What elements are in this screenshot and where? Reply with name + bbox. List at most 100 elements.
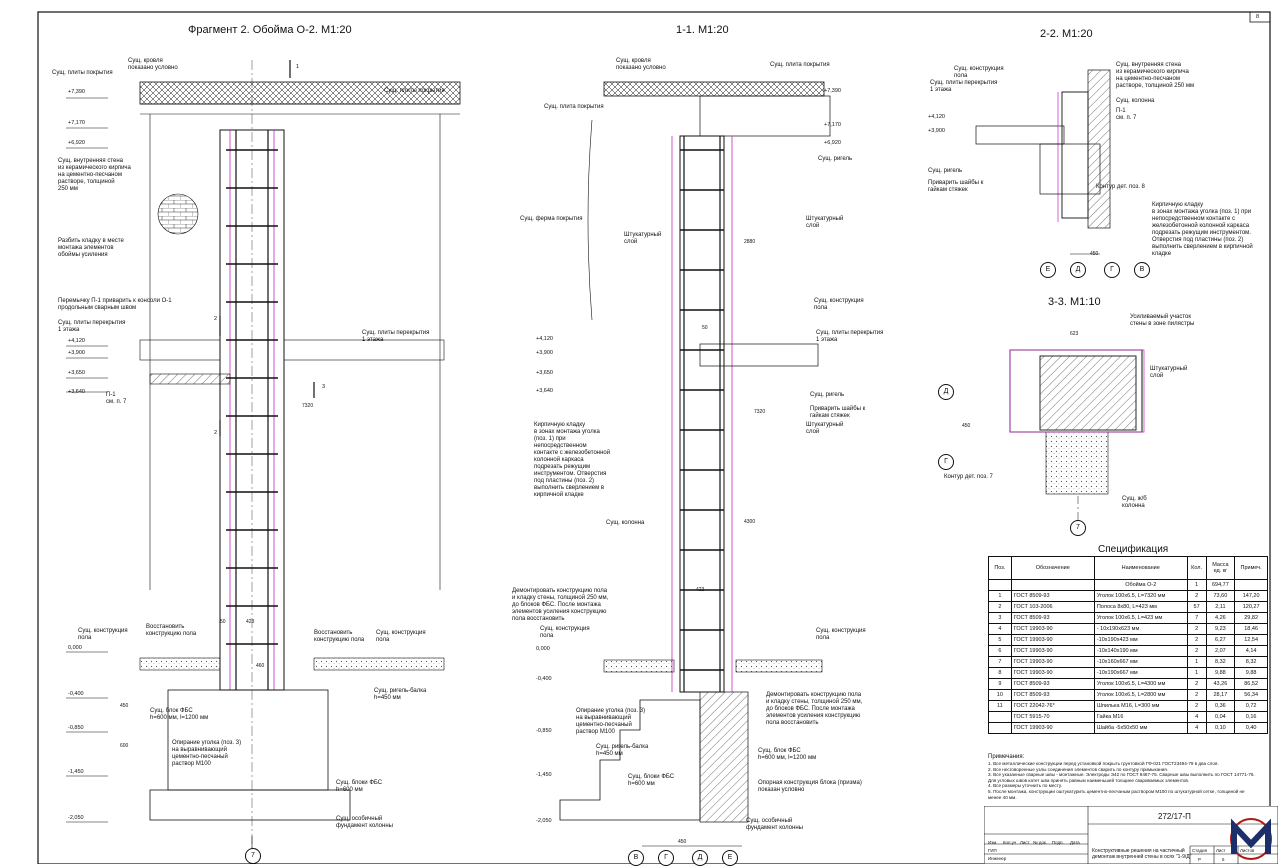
column-2-2 [1061,91,1089,219]
fbs-blocks-mid [699,691,749,823]
level-p7390: +7,390 [68,89,85,95]
spec-cell-note: 29,82 [1234,612,1268,624]
label-contour-22: Контур дет. поз. 8 [1096,184,1145,190]
spec-cell-pos: 4 [988,623,1012,635]
spec-header-note: Примеч. [1234,556,1268,580]
label-dismantle-left: Разбить кладку в месте монтажа элементов… [58,238,124,258]
level-markers-left [66,97,108,823]
spec-cell-note: 0,16 [1234,711,1268,723]
spec-cell-mass: 2,11 [1205,601,1236,613]
dim-d450-mid: 450 [678,839,687,845]
spec-group-row: Обойма О-2 1 694,77 [988,579,1268,591]
section-mark-one: 1 [296,64,300,70]
title-section-3-3: 3-3. М1:10 [1048,296,1101,308]
label-slab-floor-right: Сущ. плиты перекрытия 1 этажа [362,330,430,343]
level-p3900: +3,900 [68,350,85,356]
spec-cell-name: -10х140х190 мм [1093,645,1188,657]
dim-33-height: 450 [962,423,971,429]
label-weld-mid: Приварить шайбы к гайкам стяжек [810,406,866,419]
level-mid-m2050: -2,050 [536,818,552,824]
stamp-col-sign: Подп. [1052,840,1064,845]
section-1-1-view [559,81,831,847]
spec-cell-doc: ГОСТ 5915-70 [1010,711,1095,723]
label-beam-mid: Сущ. ригель [818,156,853,162]
spec-cell-qty: 4 [1186,722,1207,734]
note-item: 1. Все металлические конструкции перед у… [988,761,1219,766]
section-mark-two-a: 2 [214,316,218,322]
stamp-engineer: Инженер [988,856,1007,861]
dim-col-height-left: 7320 [302,403,314,409]
stamp-sheet: 5 [1222,857,1225,862]
label-restore-right: Восстановить конструкцию пола [314,630,365,643]
level-m2050: -2,050 [68,815,84,821]
level-mid-p3900: +3,900 [536,350,553,356]
fragment-2-view [139,60,461,850]
spec-cell-note: 0,72 [1234,700,1268,712]
column-section [679,135,725,693]
stamp-sheet-h: Лист [1216,848,1226,853]
label-beam2-mid: Сущ. ригель [810,392,845,398]
label-plaster-mid-r: Штукатурный слой [806,216,844,229]
spec-cell-doc: ГОСТ 8509-93 [1010,590,1095,602]
spec-cell-doc: ГОСТ 19903-90 [1010,667,1095,679]
spec-cell-pos: 5 [988,634,1012,646]
spec-cell-mass: 9,23 [1205,623,1236,635]
title-section-2-2: 2-2. М1:20 [1040,28,1093,40]
slab-floor-left [139,339,221,361]
level-m0400: -0,400 [68,691,84,697]
level-mid-p3640: +3,640 [536,388,553,394]
level-22-p4120: +4,120 [928,114,945,120]
label-brick-note-22: Кирпичную кладку в зонах монтажа уголка … [1152,202,1253,257]
label-fbs-mid-r: Сущ. блок ФБС h=600 мм, l=1200 мм [758,748,817,761]
label-foundation-left: Сущ. особичный фундамент колонны [336,816,393,829]
spec-header-pos: Поз. [988,556,1012,580]
floor-mid-left [603,659,675,673]
spec-cell-name: - 10х190х623 мм [1093,623,1188,635]
spec-cell-qty: 2 [1186,634,1207,646]
spec-cell-note: 9,88 [1234,667,1268,679]
spec-cell-pos: 3 [988,612,1012,624]
level-mid-m0400: -0,400 [536,676,552,682]
axis-22-e: Е [1040,262,1056,278]
label-foundation-mid: Сущ. особичный фундамент колонны [746,818,803,831]
label-support-mid: Опирание уголка (поз. 3) на выравнивающи… [576,708,646,735]
spec-cell-pos: 8 [988,667,1012,679]
floor-left [139,657,221,671]
spec-cell-name: Уголок 100х6.5, L=7320 мм [1093,590,1188,602]
dim-upper-mid: 2880 [744,239,756,245]
label-column-mid: Сущ. колонна [606,520,645,526]
spec-cell-note: 8,32 [1234,656,1268,668]
sheet-number: 8 [1256,14,1260,20]
strap-rungs-mid [680,149,724,671]
dim-d50-left: 50 [220,619,226,625]
note-item: 4. Все размеры уточнить по месту. [988,783,1062,789]
spec-cell-note: 4,14 [1234,645,1268,657]
floor-right [313,657,445,671]
spec-cell-qty: 2 [1186,689,1207,701]
label-p1-left: П-1 см. п. 7 [106,392,127,405]
label-floor-constr-mid: Сущ. конструкция пола [814,298,864,311]
label-support-left: Опирание уголка (поз. 3) на выравнивающи… [172,740,242,767]
axis-33-d: Д [938,384,954,400]
label-lintel-left: Перемычку П-1 приварить к консоли О-1 пр… [58,298,172,311]
label-slabs-floor-mid: Сущ. плиты перекрытия 1 этажа [816,330,884,343]
beam-2-2 [1039,143,1101,195]
level-22-p3900: +3,900 [928,128,945,134]
stepped-footing-mid [559,699,701,821]
level-m1450: -1,450 [68,769,84,775]
section-2-2-view [975,69,1111,255]
label-strap-left: Сущ. ригель-балка h=450 мм [374,688,427,701]
spec-cell-pos: 6 [988,645,1012,657]
spec-cell-doc: ГОСТ 8509-93 [1010,678,1095,690]
label-truss-mid: Сущ. ферма покрытия [520,216,583,222]
dim-d600-left: 600 [120,743,129,749]
slab-hollow-top [699,95,831,137]
dim-col-height-mid: 7320 [754,409,766,415]
spec-cell-mass: 43,26 [1205,678,1236,690]
